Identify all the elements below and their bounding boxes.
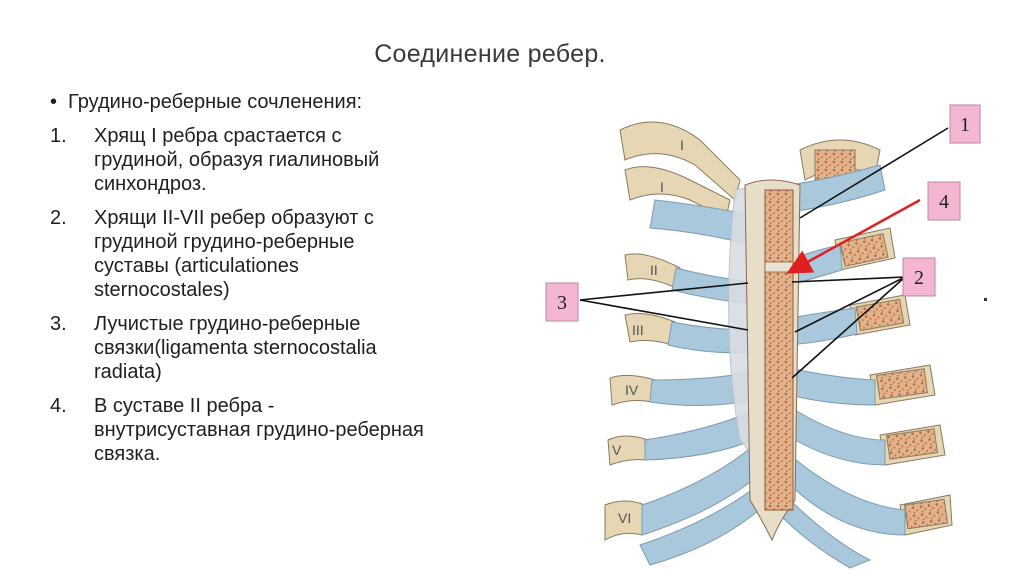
- list-text: В суставе II ребра - внутрисуставная гру…: [94, 395, 424, 465]
- callout-label: 4: [939, 191, 949, 213]
- rib-label: I: [680, 137, 684, 153]
- rib-cartilage: [794, 409, 886, 466]
- rib-label: VI: [618, 510, 631, 526]
- pointer-line-3: [579, 282, 749, 301]
- rib-cartilage: [779, 494, 872, 569]
- rib-label: V: [612, 442, 622, 458]
- rib-section: [885, 428, 939, 460]
- callout-label: 1: [960, 114, 970, 136]
- text-column: • Грудино-реберные сочленения: 1. Хрящ I…: [50, 90, 430, 476]
- pointer-lines: [579, 127, 949, 379]
- anatomical-illustration: I I II III IV V VI 1 4 2 3: [545, 104, 981, 569]
- list-number: 2.: [50, 207, 67, 229]
- bullet-mark: •: [50, 91, 58, 113]
- callout-1: 1: [949, 104, 981, 144]
- list-item: 4. В суставе II ребра - внутрисуставная …: [50, 394, 430, 466]
- callout-label: 3: [557, 292, 567, 314]
- list-text: Лучистые грудино-реберные связки(ligamen…: [94, 313, 377, 383]
- intro-bullet: • Грудино-реберные сочленения:: [50, 90, 430, 114]
- list-item: 1. Хрящ I ребра срастается с грудиной, о…: [50, 124, 430, 196]
- stray-dot: [984, 298, 987, 301]
- rib-section: [903, 498, 949, 530]
- red-arrow: [786, 198, 921, 274]
- callout-box: [927, 181, 961, 221]
- list-text: Хрящ I ребра срастается с грудиной, обра…: [94, 125, 380, 195]
- callout-box: [545, 282, 579, 322]
- pointer-line-1: [799, 127, 949, 219]
- callout-3: 3: [545, 282, 579, 322]
- callout-box: [902, 257, 936, 297]
- rib-cartilage: [784, 454, 906, 536]
- sternum-section: [764, 189, 794, 511]
- pointer-line-3: [579, 299, 749, 331]
- list-number: 3.: [50, 313, 67, 335]
- right-ribs: [779, 139, 953, 569]
- rib-label: II: [650, 262, 658, 278]
- intro-text: Грудино-реберные сочленения:: [68, 91, 363, 113]
- rib-label: III: [632, 322, 644, 338]
- rib-label: I: [660, 179, 664, 195]
- pointer-line-2: [791, 276, 906, 283]
- slide-title: Соединение ребер.: [374, 40, 606, 68]
- rib-bone: [624, 166, 731, 219]
- rib-cartilage: [789, 367, 876, 406]
- rib-section: [875, 368, 929, 400]
- list-number: 4.: [50, 395, 67, 417]
- list-text: Хрящи II-VII ребер образуют с грудиной г…: [94, 207, 374, 301]
- rib-cartilage: [789, 164, 886, 213]
- list-item: 3. Лучистые грудино-реберные связки(liga…: [50, 312, 430, 384]
- callout-label: 2: [914, 267, 924, 289]
- list-number: 1.: [50, 125, 67, 147]
- callout-2: 2: [902, 257, 936, 297]
- rib-section: [839, 233, 889, 267]
- rib-cartilage: [789, 307, 858, 346]
- callout-4: 4: [927, 181, 961, 221]
- callout-box: [949, 104, 981, 144]
- rib-label: IV: [625, 382, 639, 398]
- list-item: 2. Хрящи II-VII ребер образуют с грудино…: [50, 206, 430, 302]
- pointer-line-2: [794, 276, 906, 333]
- pointer-line-2: [791, 276, 906, 379]
- sternal-angle: [764, 261, 794, 273]
